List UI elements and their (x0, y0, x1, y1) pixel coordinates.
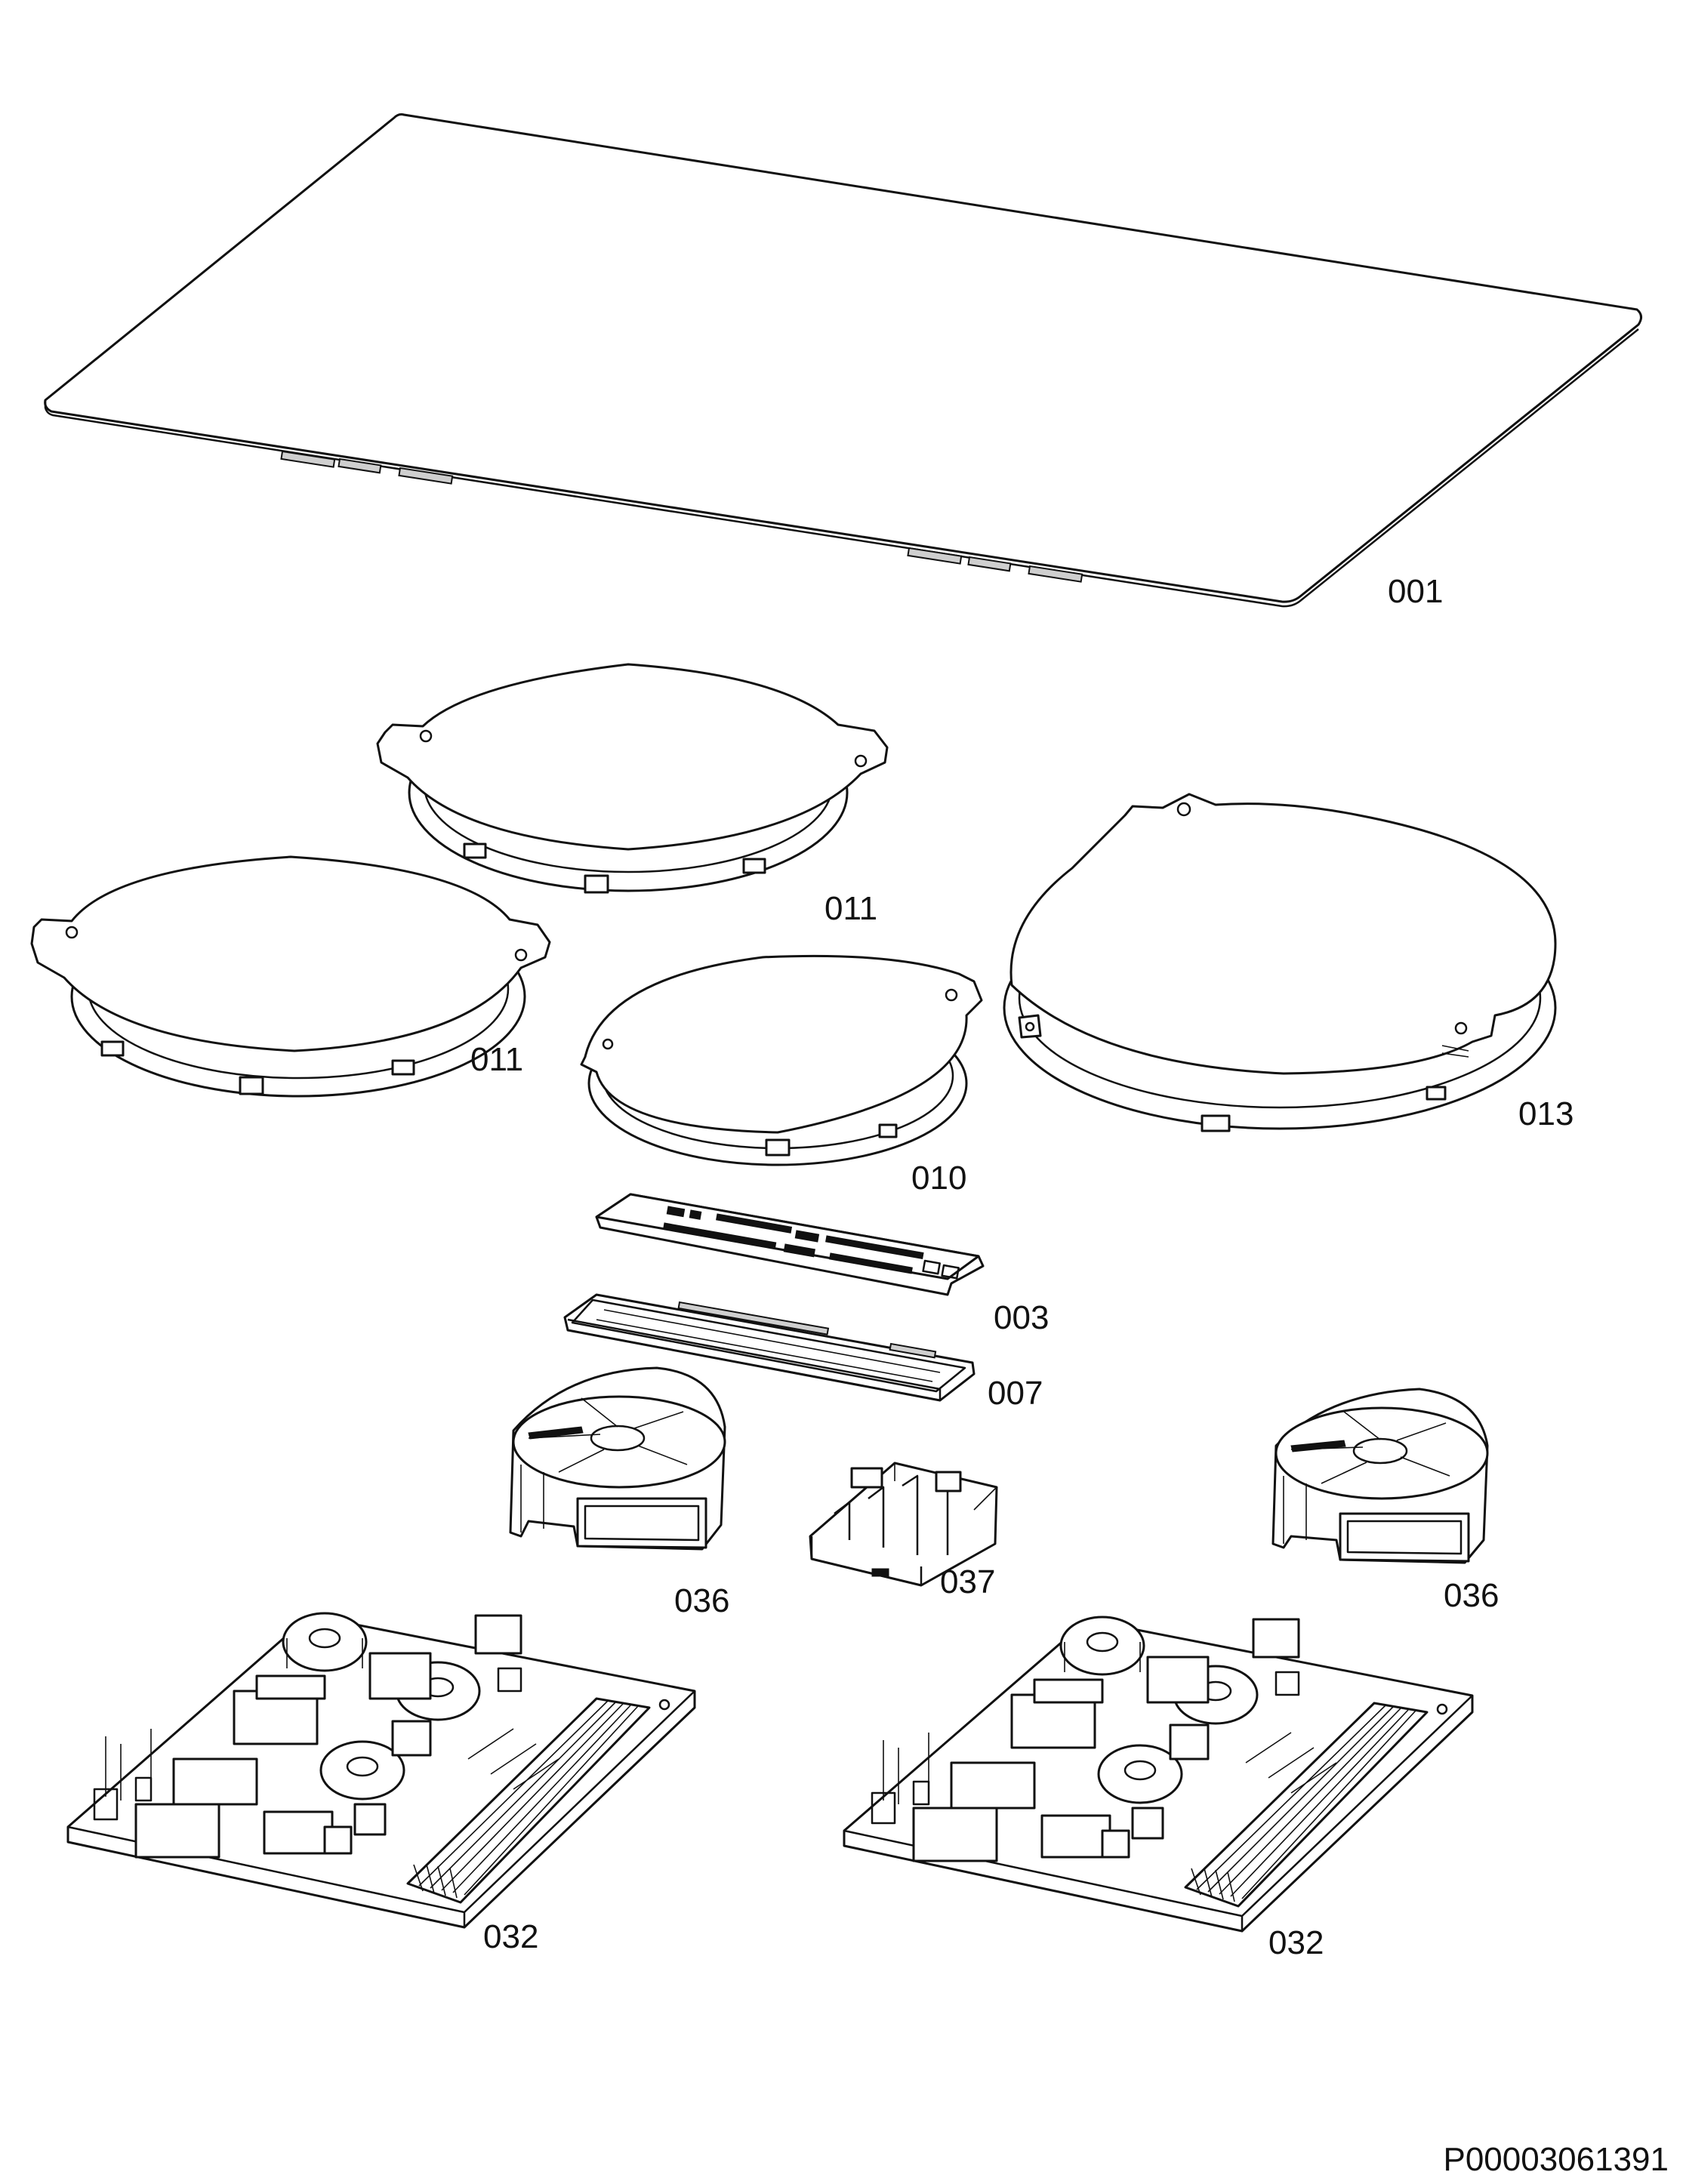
coil-right-large-part (1003, 793, 1557, 1132)
part-label-013: 013 (1518, 1095, 1573, 1132)
part-label-007: 007 (988, 1375, 1043, 1412)
part-label-010: 010 (911, 1160, 966, 1197)
fan-right-part (1271, 1388, 1489, 1564)
part-label-011-left: 011 (470, 1041, 523, 1078)
glass-top-part (44, 113, 1642, 608)
power-board-right-part (843, 1616, 1474, 1933)
terminal-block-part (809, 1462, 998, 1587)
part-label-032-right: 032 (1268, 1924, 1324, 1961)
coil-left-part (30, 855, 551, 1098)
coil-front-middle-part (580, 954, 983, 1166)
part-label-037: 037 (940, 1563, 995, 1600)
part-label-036-left: 036 (674, 1582, 729, 1619)
document-id: P00003061391 (1443, 2141, 1669, 2178)
part-label-003: 003 (994, 1299, 1049, 1336)
control-board-part (595, 1193, 985, 1296)
part-label-036-right: 036 (1444, 1577, 1499, 1614)
part-label-001: 001 (1388, 573, 1443, 610)
coil-rear-middle-part (376, 663, 889, 894)
control-board-frame-part (563, 1293, 976, 1402)
part-label-032-left: 032 (483, 1918, 538, 1955)
fan-left-part (509, 1366, 726, 1551)
power-board-left-part (66, 1612, 696, 1929)
part-label-011-rear: 011 (825, 890, 877, 927)
